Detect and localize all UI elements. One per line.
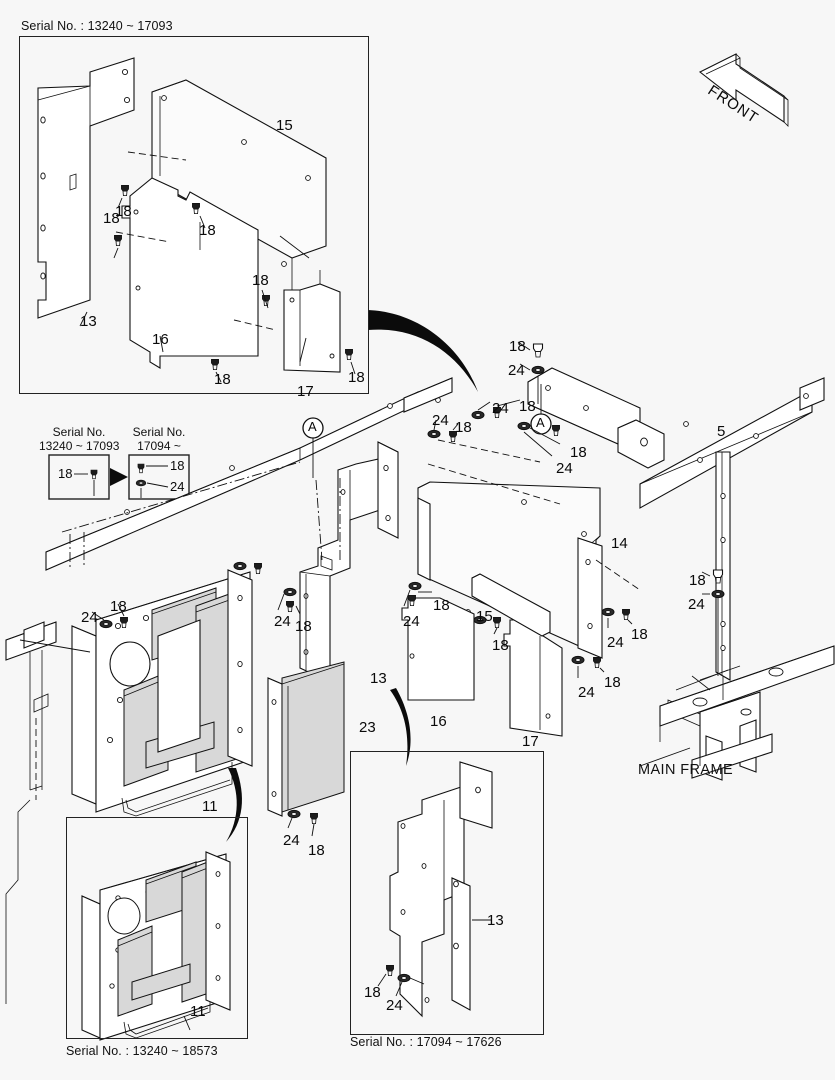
inset-tl-label-18-b: 18 <box>103 210 120 227</box>
legend-left-title-line1: Serial No. <box>52 425 106 439</box>
inset-tl-label-18-f: 18 <box>348 369 365 386</box>
legend-art <box>48 454 190 500</box>
callout-14: 14 <box>611 535 628 552</box>
legend-right-title-line1: Serial No. <box>132 425 186 439</box>
legend-right-item-18: 18 <box>170 458 185 473</box>
inset-caption-bottom-right: Serial No. : 17094 ~ 17626 <box>350 1035 502 1049</box>
callout-24: 24 <box>578 684 595 701</box>
callout-15: 15 <box>476 608 493 625</box>
inset-tl-label-18-d: 18 <box>252 272 269 289</box>
legend-right-title-line2: 17094 ~ <box>137 439 181 453</box>
callout-16: 16 <box>430 713 447 730</box>
callout-24: 24 <box>492 400 509 417</box>
inset-caption-top-left: Serial No. : 13240 ~ 17093 <box>21 19 173 33</box>
inset-tl-label-18-a: 18 <box>115 203 132 220</box>
inset-bottom-left-art <box>81 851 231 1041</box>
inset-tl-label-15: 15 <box>276 117 293 134</box>
callout-5: 5 <box>717 423 726 440</box>
inset-tl-label-13: 13 <box>80 313 97 330</box>
callout-18: 18 <box>433 597 450 614</box>
callout-18: 18 <box>308 842 325 859</box>
inset-br-label-18: 18 <box>364 984 381 1001</box>
callout-24: 24 <box>283 832 300 849</box>
callout-18: 18 <box>604 674 621 691</box>
callout-24: 24 <box>556 460 573 477</box>
inset-tl-label-16: 16 <box>152 331 169 348</box>
callout-13: 13 <box>370 670 387 687</box>
callout-17: 17 <box>522 733 539 750</box>
inset-box-bottom-right <box>350 751 544 1035</box>
legend-left-item-18: 18 <box>58 466 73 481</box>
inset-tl-label-18-e: 18 <box>214 371 231 388</box>
callout-24: 24 <box>688 596 705 613</box>
callout-24: 24 <box>274 613 291 630</box>
callout-24: 24 <box>508 362 525 379</box>
inset-bottom-right-art <box>377 761 493 1018</box>
callout-18: 18 <box>519 398 536 415</box>
callout-18: 18 <box>631 626 648 643</box>
main-frame-label: MAIN FRAME <box>638 762 734 778</box>
inset-br-label-24: 24 <box>386 997 403 1014</box>
legend-left-title-line2: 13240 ~ 17093 <box>39 439 120 453</box>
callout-18: 18 <box>110 598 127 615</box>
inset-tl-label-17: 17 <box>297 383 314 400</box>
curved-arrow-top <box>368 310 478 392</box>
callout-18: 18 <box>509 338 526 355</box>
section-marker-a-left: A <box>308 419 317 434</box>
legend-right-item-24: 24 <box>170 479 185 494</box>
callout-18: 18 <box>455 419 472 436</box>
callout-18: 18 <box>689 572 706 589</box>
inset-box-top-left <box>19 36 369 394</box>
callout-24: 24 <box>607 634 624 651</box>
inset-tl-label-18-c: 18 <box>199 222 216 239</box>
callout-24: 24 <box>81 609 98 626</box>
inset-bl-label-11: 11 <box>190 1003 206 1020</box>
main-assembly-art <box>5 341 835 1004</box>
callout-18: 18 <box>492 637 509 654</box>
callout-24: 24 <box>403 613 420 630</box>
section-marker-a-right: A <box>536 415 545 430</box>
inset-box-bottom-left <box>66 817 248 1039</box>
inset-br-label-13: 13 <box>487 912 504 929</box>
callout-11: 11 <box>202 798 218 815</box>
callout-18: 18 <box>295 618 312 635</box>
callout-18: 18 <box>570 444 587 461</box>
curved-arrow-bottom <box>226 768 242 842</box>
inset-top-left-art <box>37 57 356 383</box>
callout-23: 23 <box>359 719 376 736</box>
front-arrow-icon <box>698 53 789 127</box>
inset-caption-bottom-left: Serial No. : 13240 ~ 18573 <box>66 1044 218 1058</box>
callout-24: 24 <box>432 412 449 429</box>
curved-arrow-bottom-2 <box>390 688 411 766</box>
